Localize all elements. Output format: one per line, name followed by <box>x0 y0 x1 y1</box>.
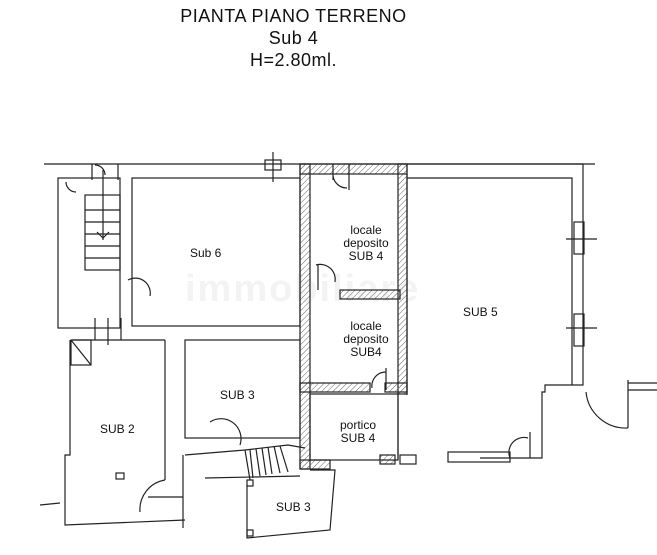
portico-line-2: SUB 4 <box>340 431 376 445</box>
room-label-sub3-lower: SUB 3 <box>276 500 311 514</box>
stair-room <box>57 177 121 329</box>
room-sub3-upper <box>184 339 301 439</box>
room-label-sub5: SUB 5 <box>463 305 498 319</box>
plan-subtitle: Sub 4 <box>268 28 319 48</box>
deposito-1-line-1: locale <box>350 223 382 237</box>
deposito-1-line-3: SUB 4 <box>348 249 384 263</box>
room-sub5 <box>407 163 584 459</box>
plan-height-note: H=2.80ml. <box>249 50 338 70</box>
deposito-2-line-1: locale <box>350 319 382 333</box>
room-sub3-lower <box>246 469 336 539</box>
deposito-2-line-3: SUB4 <box>350 345 382 359</box>
room-label-sub2: SUB 2 <box>100 422 135 436</box>
portico-line-1: portico <box>339 418 377 432</box>
room-label-deposito-2: locale deposito SUB4 <box>330 320 402 359</box>
room-label-deposito-1: locale deposito SUB 4 <box>330 224 402 263</box>
room-label-sub6: Sub 6 <box>190 246 222 260</box>
deposito-2-line-2: deposito <box>343 332 389 346</box>
plan-title: PIANTA PIANO TERRENO <box>180 6 407 26</box>
room-portico <box>309 393 399 461</box>
deposito-1-line-2: deposito <box>343 236 389 250</box>
room-label-sub3-upper: SUB 3 <box>220 388 255 402</box>
room-sub2 <box>64 340 186 526</box>
room-label-portico: portico SUB 4 <box>322 419 394 445</box>
